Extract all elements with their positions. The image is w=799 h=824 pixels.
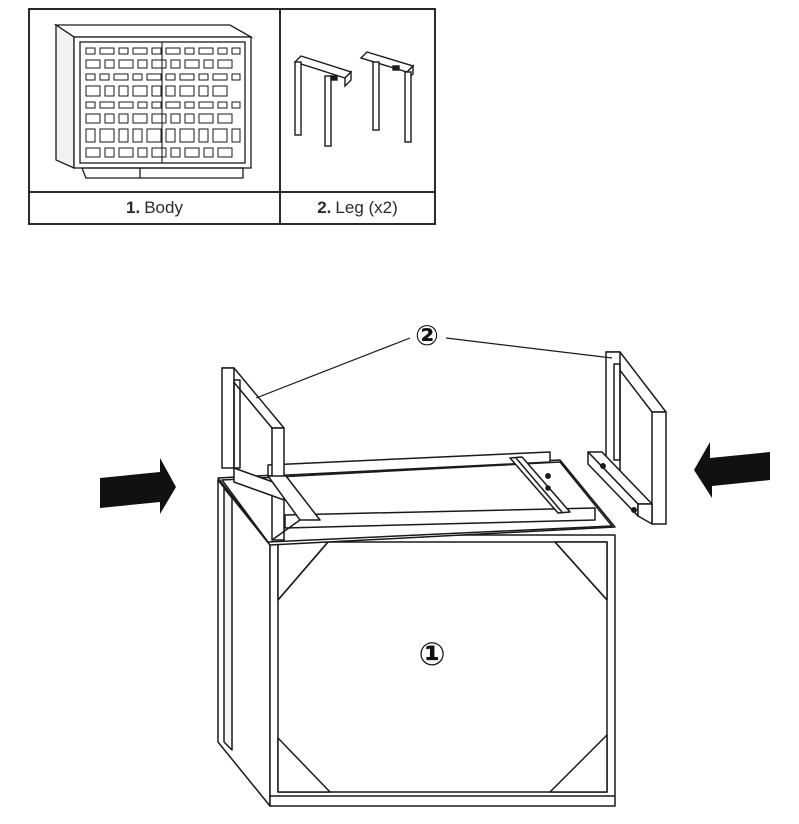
body-thumbnail [53, 23, 254, 179]
push-arrow-left [100, 458, 176, 514]
part-label-body: 1. Body [30, 191, 281, 223]
callout-line-left [255, 337, 411, 399]
parts-table: 1. Body 2. Leg (x2) [28, 8, 436, 225]
leg-thumbnail [293, 51, 415, 147]
part-number-body: 1. [126, 198, 141, 217]
part-label-leg: 2. Leg (x2) [281, 191, 434, 223]
body-thumbnail-cell [30, 10, 281, 191]
callout-leg: ② [415, 319, 439, 352]
leg-right [587, 351, 667, 525]
part-name-leg: Leg (x2) [335, 198, 398, 217]
callout-line-right [445, 337, 613, 359]
leg-thumbnail-cell [281, 10, 434, 191]
push-arrow-right [694, 442, 770, 498]
cabinet-body [217, 451, 616, 807]
leg-left [221, 367, 321, 541]
part-number-leg: 2. [317, 198, 332, 217]
callout-body: ① [418, 635, 445, 673]
part-name-body: Body [144, 198, 183, 217]
